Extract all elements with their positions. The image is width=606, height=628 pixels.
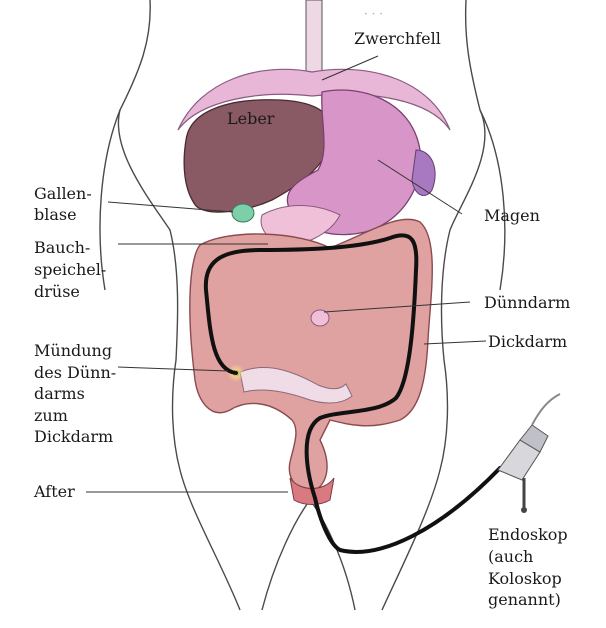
- label-bauchspeicheldruese-3: drüse: [34, 281, 80, 302]
- label-zwerchfell: Zwerchfell: [354, 28, 441, 49]
- label-endoskop-4: genannt): [488, 589, 561, 610]
- spleen-shape: [412, 150, 435, 195]
- label-muendung-5: Dickdarm: [34, 426, 113, 447]
- esophagus-shape: [306, 0, 322, 80]
- label-after: After: [34, 481, 75, 502]
- label-muendung-3: darms: [34, 383, 85, 404]
- label-endoskop-3: Koloskop: [488, 568, 562, 589]
- label-gallenblase-2: blase: [34, 204, 77, 225]
- label-dickdarm: Dickdarm: [488, 331, 567, 352]
- svg-text:· · ·: · · ·: [364, 7, 383, 21]
- label-bauchspeicheldruese-2: speichel-: [34, 259, 106, 280]
- gallbladder-shape: [232, 204, 254, 222]
- label-endoskop-2: (auch: [488, 546, 533, 567]
- label-endoskop-1: Endoskop: [488, 524, 568, 545]
- label-gallenblase-1: Gallen-: [34, 183, 92, 204]
- label-bauchspeicheldruese-1: Bauch-: [34, 237, 90, 258]
- label-duenndarm: Dünndarm: [484, 292, 570, 313]
- colon-shape: [190, 219, 432, 491]
- label-muendung-4: zum: [34, 405, 68, 426]
- endoscope-handle: [498, 394, 560, 513]
- duodenum-end-shape: [311, 310, 329, 326]
- label-magen: Magen: [484, 205, 540, 226]
- label-leber: Leber: [227, 108, 274, 129]
- label-muendung-1: Mündung: [34, 340, 112, 361]
- label-muendung-2: des Dünn-: [34, 362, 116, 383]
